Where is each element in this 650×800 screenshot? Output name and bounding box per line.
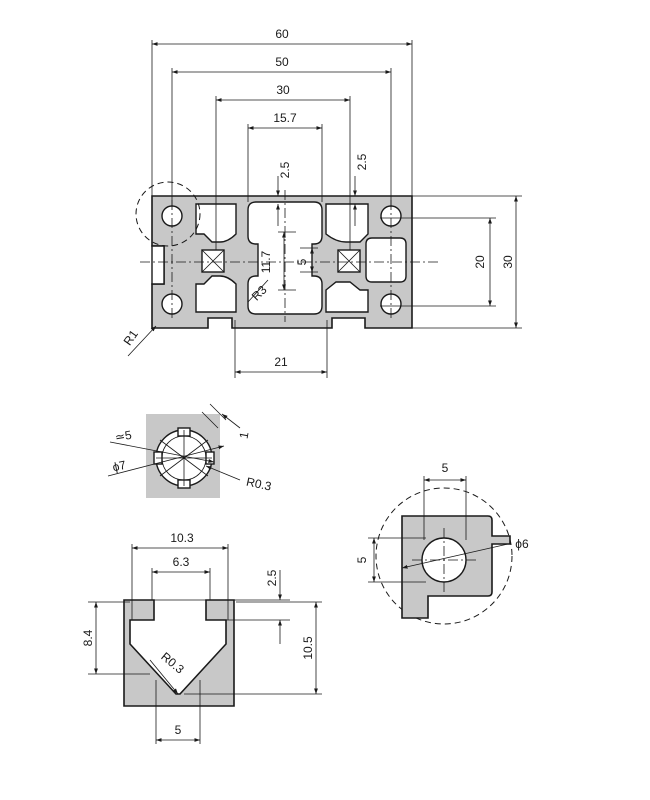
dim-slot-left-2-5: 2.5 xyxy=(278,161,292,178)
node-detail-view: ≃5 ϕ7 1 R0.3 xyxy=(107,403,273,498)
dim-radius-r0-3: R0.3 xyxy=(245,475,273,494)
right-inner-cavity xyxy=(365,237,407,283)
dim-slot-width-10-3: 10.3 xyxy=(170,531,194,545)
corner-detail-view: 5 5 ϕ6 xyxy=(355,461,529,625)
dim-diam-5: ≃5 xyxy=(114,428,133,445)
dim-slot-depth-8-4: 8.4 xyxy=(81,629,95,646)
dim-slot-right-2-5: 2.5 xyxy=(355,153,369,170)
left-side-slot xyxy=(151,245,165,285)
detail-circle xyxy=(135,181,201,247)
dim-height-11-7: 11.7 xyxy=(259,250,273,273)
dim-width-30: 30 xyxy=(276,83,290,97)
dim-corner-height-5: 5 xyxy=(355,556,369,563)
dim-width-60: 60 xyxy=(275,27,289,41)
slot-profile xyxy=(123,599,235,707)
slot-detail-view: 10.3 6.3 2.5 8.4 10.5 R0.3 5 xyxy=(81,531,322,744)
dim-small-5: 5 xyxy=(295,258,309,265)
main-profile-view: 60 50 30 15.7 2.5 2.5 11.7 5 R3 xyxy=(121,27,522,378)
dim-slot-depth-10-5: 10.5 xyxy=(301,636,315,660)
dim-slot-width-6-3: 6.3 xyxy=(173,555,190,569)
dim-width-15-7: 15.7 xyxy=(273,111,297,125)
dim-diam-7: ϕ7 xyxy=(111,458,127,475)
dim-corner-width-5: 5 xyxy=(442,461,449,475)
left-lower-cavity xyxy=(195,275,237,313)
dim-slot-lip-2-5: 2.5 xyxy=(265,569,279,586)
dim-slot-radius-r0-3: R0.3 xyxy=(158,649,187,676)
dim-corner-diam-6: ϕ6 xyxy=(515,537,529,551)
dim-width-21: 21 xyxy=(274,355,288,369)
dim-height-20: 20 xyxy=(473,255,487,269)
dim-height-30: 30 xyxy=(501,255,515,269)
corner-detail-circle xyxy=(375,487,513,625)
right-upper-cavity xyxy=(325,203,369,243)
right-lower-cavity xyxy=(325,281,369,313)
dim-wall-1: 1 xyxy=(237,430,252,439)
dim-slot-bottom-5: 5 xyxy=(175,723,182,737)
dim-width-50: 50 xyxy=(275,55,289,69)
